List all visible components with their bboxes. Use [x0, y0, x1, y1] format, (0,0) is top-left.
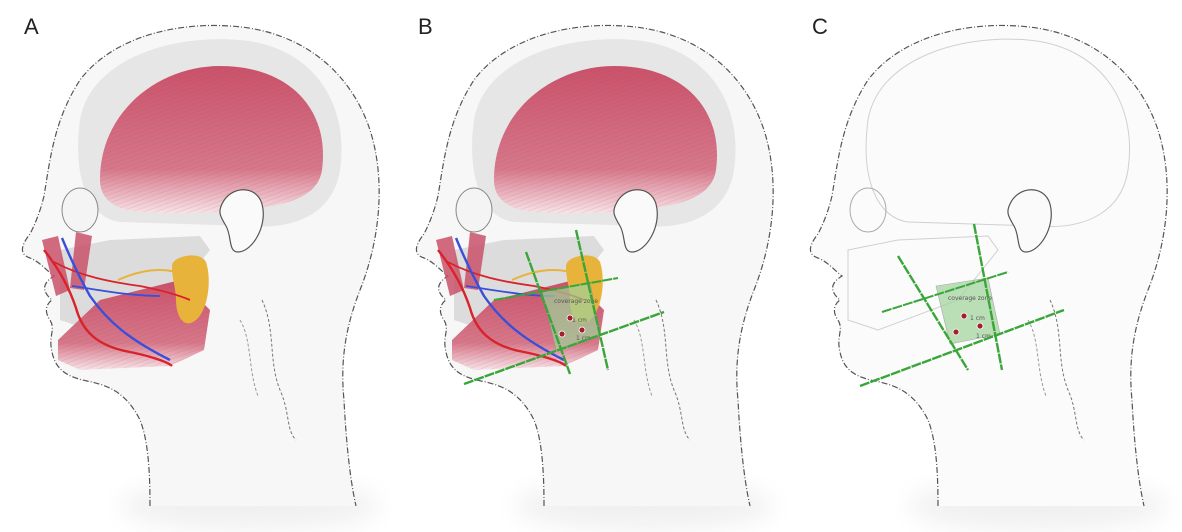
- zone-label: coverage zone: [948, 295, 992, 302]
- head-outline: [810, 25, 1167, 506]
- head-illustration: coverage zone 1 cm 1 cm: [788, 0, 1182, 532]
- zone-label: 1 cm: [572, 317, 587, 324]
- head-illustration: [0, 0, 394, 532]
- eye-orbit: [456, 188, 492, 232]
- head-illustration: coverage zone 1 cm 1 cm: [394, 0, 788, 532]
- panel-a: A: [0, 0, 394, 532]
- eye-orbit: [62, 188, 98, 232]
- zone-label: 1 cm: [970, 315, 985, 322]
- injection-point: [579, 327, 585, 333]
- injection-point: [953, 329, 959, 335]
- panel-b: B coverage zone 1 cm 1 cm: [394, 0, 788, 532]
- injection-point: [977, 323, 983, 329]
- injection-point: [559, 331, 565, 337]
- panel-c: C coverage zone 1 cm 1 cm: [788, 0, 1182, 532]
- injection-point: [567, 315, 573, 321]
- injection-point: [961, 313, 967, 319]
